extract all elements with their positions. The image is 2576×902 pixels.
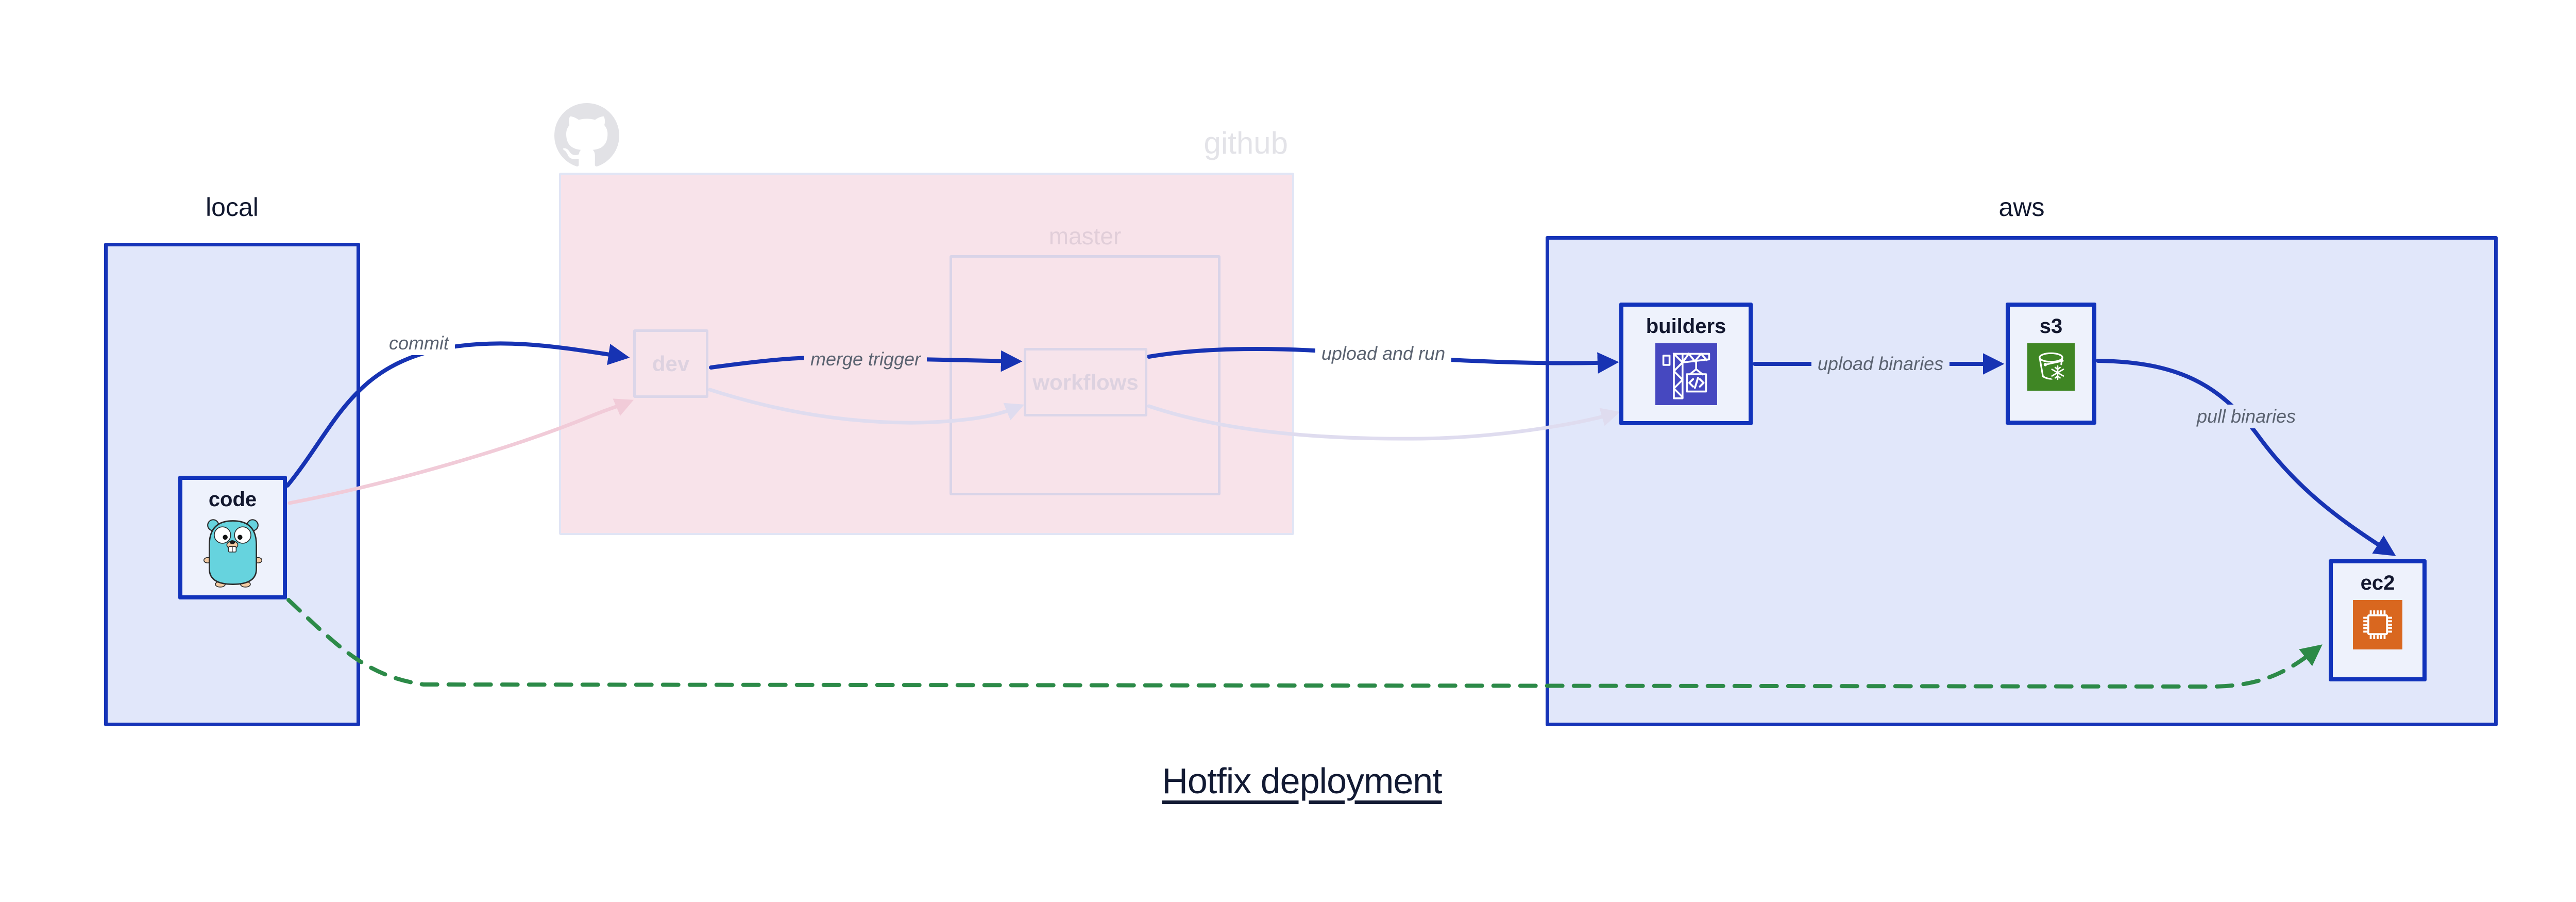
edge-label-upload-binaries: upload binaries: [1811, 352, 1950, 376]
edge-code-to-dev-faded: [287, 398, 634, 505]
edge-workflows-to-builders-faded: [1147, 404, 1620, 441]
aws-group-label: aws: [1998, 193, 2045, 222]
node-ec2-label: ec2: [2360, 572, 2395, 594]
go-gopher-icon: [203, 519, 262, 588]
node-workflows-label: workflows: [1032, 370, 1139, 394]
edge-label-upload-and-run: upload and run: [1315, 342, 1452, 365]
edge-label-commit: commit: [383, 331, 455, 355]
node-builders-label: builders: [1646, 315, 1726, 338]
node-dev-label: dev: [652, 351, 690, 376]
node-code-label: code: [208, 488, 257, 511]
node-ec2: ec2: [2329, 559, 2427, 681]
github-group-label: github: [1204, 126, 1288, 160]
edge-pull-binaries: [2096, 359, 2396, 556]
node-s3: s3: [2006, 303, 2096, 425]
github-logo-icon: [554, 103, 619, 166]
node-workflows: workflows: [1024, 348, 1147, 416]
edge-label-pull-binaries: pull binaries: [2190, 405, 2302, 428]
aws-s3-glacier-icon: [2027, 343, 2075, 391]
master-branch-label: master: [1048, 223, 1122, 249]
edge-dev-to-workflows-faded: [708, 388, 1025, 425]
aws-ec2-icon: [2353, 600, 2402, 649]
master-branch-box: [950, 255, 1221, 495]
node-s3-label: s3: [2039, 315, 2063, 338]
edge-hotfix-dashed: [286, 598, 2323, 689]
aws-codebuild-icon: [1655, 343, 1717, 405]
local-group-label: local: [206, 193, 259, 222]
node-dev: dev: [633, 329, 708, 398]
node-builders: builders: [1619, 303, 1753, 425]
edge-label-merge-trigger: merge trigger: [804, 347, 927, 371]
node-code: code: [178, 476, 287, 599]
diagram-title: Hotfix deployment: [1162, 761, 1442, 801]
